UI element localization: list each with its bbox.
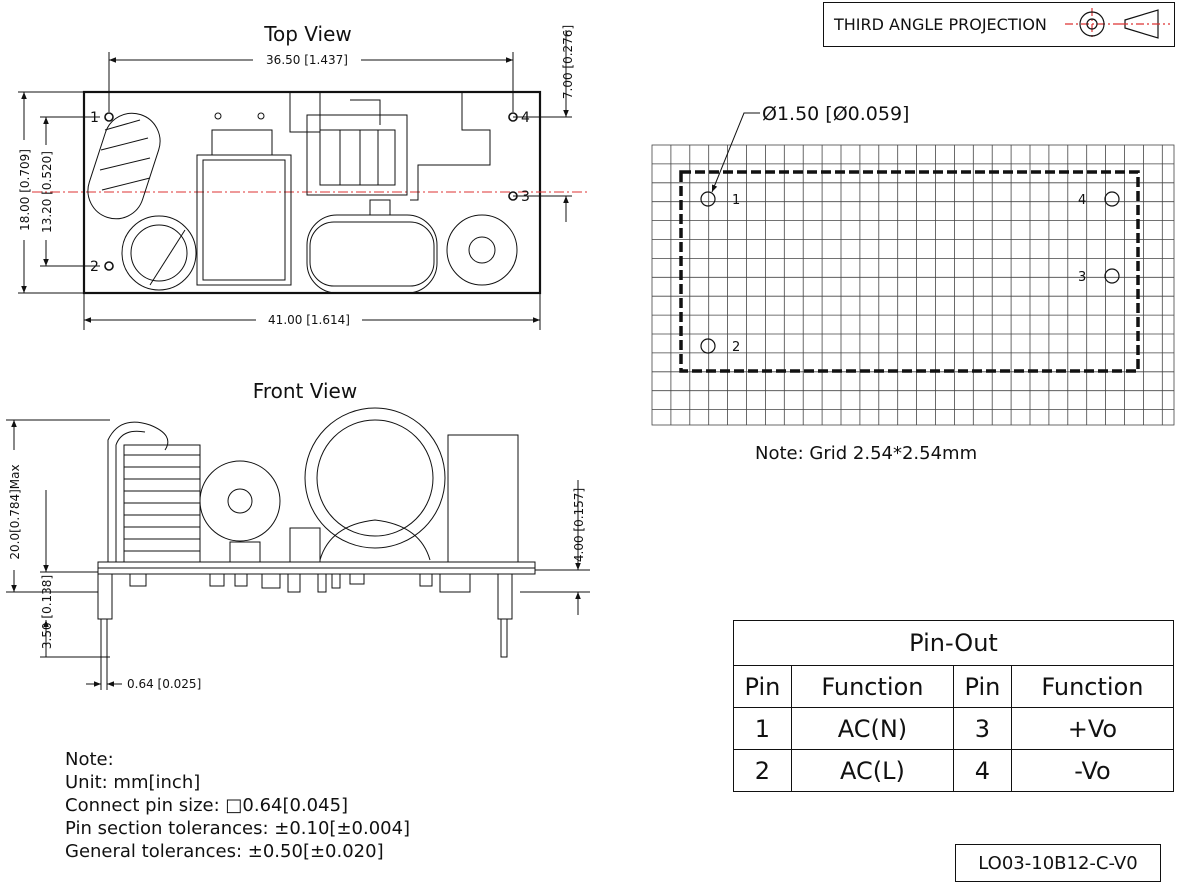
part-number: LO03-10B12-C-V0 bbox=[955, 844, 1161, 882]
projection-symbol bbox=[1065, 8, 1170, 40]
pinout-cell: 1 bbox=[733, 707, 792, 750]
top-view-title: Top View bbox=[263, 22, 352, 46]
pinout-cell: AC(L) bbox=[790, 749, 954, 792]
projection-label: THIRD ANGLE PROJECTION bbox=[834, 15, 1047, 34]
pinout-header-function-a: Function bbox=[790, 665, 954, 708]
top-pin-2 bbox=[104, 261, 114, 271]
note-unit: Unit: mm[inch] bbox=[65, 772, 201, 793]
top-pin-1 bbox=[104, 112, 114, 122]
table-row: 2 AC(L) 4 -Vo bbox=[733, 749, 1175, 792]
pinout-table: Pin-Out Pin Function Pin Function 1 AC(N… bbox=[733, 620, 1175, 792]
top-dim-41-00: 41.00 [1.614] bbox=[268, 313, 350, 327]
front-dim-20-0: 20.0[0.784]Max bbox=[8, 464, 22, 559]
note-pin-tolerance: Pin section tolerances: ±0.10[±0.004] bbox=[65, 818, 411, 839]
footprint-pin-label-2: 2 bbox=[732, 340, 740, 355]
top-dim-7-00: 7.00 [0.276] bbox=[561, 25, 575, 99]
pinout-cell: -Vo bbox=[1010, 749, 1175, 792]
pinout-header-function-b: Function bbox=[1010, 665, 1175, 708]
footprint-hole-4 bbox=[1104, 191, 1120, 207]
footprint-hole-1 bbox=[700, 191, 716, 207]
footprint-grid: 1 2 3 4 Ø1.50 [Ø0.059] bbox=[651, 103, 1175, 426]
top-pin-3 bbox=[508, 191, 518, 201]
top-view: Top View 36.50 [1.437] 41.00 [1.614] 18.… bbox=[14, 22, 590, 330]
general-notes: Note: Unit: mm[inch] Connect pin size: □… bbox=[65, 748, 410, 863]
front-dim-4-00: 4.00 [0.157] bbox=[572, 488, 586, 562]
front-view-title: Front View bbox=[253, 379, 357, 403]
notes-heading: Note: bbox=[65, 749, 114, 770]
pinout-cell: +Vo bbox=[1010, 707, 1175, 750]
footprint-hole-3 bbox=[1104, 268, 1120, 284]
top-dim-18-00: 18.00 [0.709] bbox=[18, 149, 32, 231]
pinout-cell: 4 bbox=[952, 749, 1012, 792]
front-view: Front View 20.0[0.784]Max 3.50 [0.138] 4… bbox=[4, 379, 590, 691]
footprint-hole-label: Ø1.50 [Ø0.059] bbox=[762, 103, 909, 125]
pinout-cell: 2 bbox=[733, 749, 792, 792]
footprint-outline bbox=[679, 170, 1140, 373]
table-row: 1 AC(N) 3 +Vo bbox=[733, 707, 1175, 750]
top-pin-4 bbox=[508, 112, 518, 122]
note-general-tolerance: General tolerances: ±0.50[±0.020] bbox=[65, 841, 384, 862]
note-pin-size: Connect pin size: □0.64[0.045] bbox=[65, 795, 349, 816]
projection-box: THIRD ANGLE PROJECTION bbox=[823, 2, 1175, 47]
footprint-pin-label-1: 1 bbox=[732, 193, 740, 208]
front-dim-0-64: 0.64 [0.025] bbox=[127, 677, 201, 691]
pinout-cell: 3 bbox=[952, 707, 1012, 750]
top-pin-label-3: 3 bbox=[521, 189, 530, 205]
top-dim-36-50: 36.50 [1.437] bbox=[266, 53, 348, 67]
top-pin-label-2: 2 bbox=[90, 259, 99, 275]
pinout-header-pin-b: Pin bbox=[952, 665, 1012, 708]
grid-note: Note: Grid 2.54*2.54mm bbox=[755, 443, 978, 464]
footprint-pin-label-4: 4 bbox=[1078, 193, 1086, 208]
footprint-hole-2 bbox=[700, 338, 716, 354]
front-dim-3-50: 3.50 [0.138] bbox=[40, 575, 54, 649]
top-pin-label-4: 4 bbox=[521, 110, 530, 126]
pinout-header-pin-a: Pin bbox=[733, 665, 792, 708]
pinout-cell: AC(N) bbox=[790, 707, 954, 750]
footprint-pin-label-3: 3 bbox=[1078, 270, 1086, 285]
pinout-title: Pin-Out bbox=[733, 620, 1174, 666]
top-pin-label-1: 1 bbox=[90, 110, 99, 126]
